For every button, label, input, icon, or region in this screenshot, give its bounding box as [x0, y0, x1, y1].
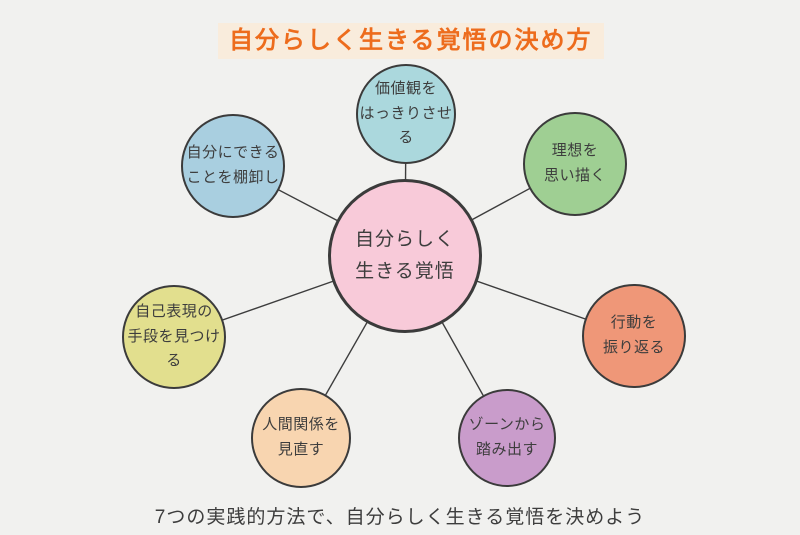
node-zone: ゾーンから 踏み出す	[458, 389, 556, 487]
node-action-label: 行動を 振り返る	[602, 314, 665, 356]
node-ideal: 理想を 思い描く	[523, 112, 627, 216]
node-inventory: 自分にできる ことを棚卸し	[181, 114, 285, 218]
node-expression-label: 自己表現の 手段を見つける	[127, 302, 221, 370]
node-zone-label: ゾーンから 踏み出す	[468, 416, 546, 458]
node-ideal-label: 理想を 思い描く	[543, 142, 606, 184]
node-action: 行動を 振り返る	[582, 284, 686, 388]
page-title: 自分らしく生きる覚悟の決め方	[218, 23, 604, 60]
node-center-label: 自分らしく 生きる覚悟	[354, 228, 455, 282]
node-center-theme: 自分らしく 生きる覚悟	[328, 179, 482, 333]
node-expression: 自己表現の 手段を見つける	[122, 285, 226, 389]
node-relationships: 人間関係を 見直す	[251, 388, 351, 488]
node-inventory-label: 自分にできる ことを棚卸し	[186, 144, 280, 186]
node-relationships-label: 人間関係を 見直す	[262, 416, 340, 458]
node-values-label: 価値観を はっきりさせる	[359, 79, 453, 147]
node-values: 価値観を はっきりさせる	[356, 64, 456, 164]
footer-caption: 7つの実践的方法で、自分らしく生きる覚悟を決めよう	[154, 507, 646, 528]
